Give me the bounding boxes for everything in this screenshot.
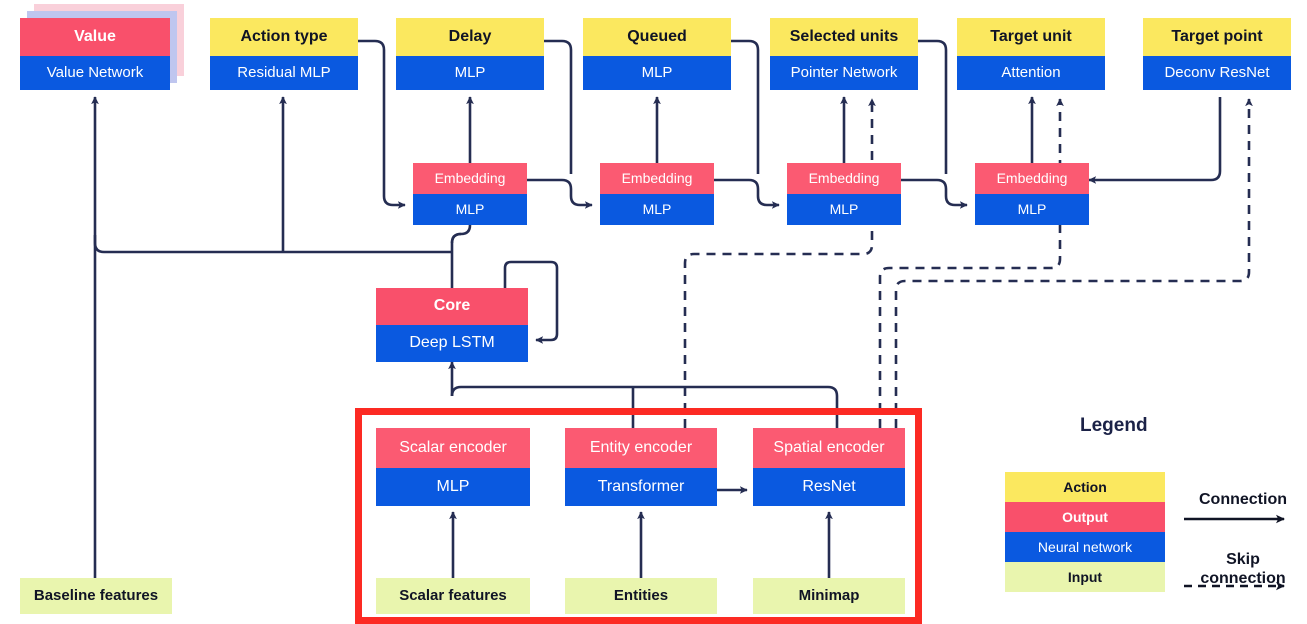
legend-swatch-output: Output <box>1005 502 1165 532</box>
embedding-target-unit-bottom-band: MLP <box>975 194 1089 225</box>
legend-swatch-input: Input <box>1005 562 1165 592</box>
legend-skip-connection-label-line2: connection <box>1200 570 1286 587</box>
legend-swatch-action: Action <box>1005 472 1165 502</box>
embedding-queued-top-band: Embedding <box>600 163 714 194</box>
core-bottom-band: Deep LSTM <box>376 325 528 362</box>
action-type-top-band: Action type <box>210 18 358 56</box>
legend-connection-label: Connection <box>1199 491 1287 508</box>
selected-units-top-band: Selected units <box>770 18 918 56</box>
core-top-band: Core <box>376 288 528 325</box>
legend-swatch-neural-network: Neural network <box>1005 532 1165 562</box>
target-unit-bottom-band: Attention <box>957 56 1105 90</box>
embedding-queued-bottom-band: MLP <box>600 194 714 225</box>
value-top-band: Value <box>20 18 170 56</box>
queued-top-band: Queued <box>583 18 731 56</box>
embedding-delay-top-band: Embedding <box>413 163 527 194</box>
entity-encoder-top-band: Entity encoder <box>565 428 717 468</box>
encoder-group-highlight <box>355 408 922 624</box>
target-point-top-band: Target point <box>1143 18 1291 56</box>
delay-top-band: Delay <box>396 18 544 56</box>
embedding-selected-units-top-band: Embedding <box>787 163 901 194</box>
scalar-encoder-top-band: Scalar encoder <box>376 428 530 468</box>
embedding-delay-bottom-band: MLP <box>413 194 527 225</box>
input-minimap: Minimap <box>753 578 905 614</box>
queued-bottom-band: MLP <box>583 56 731 90</box>
value-bottom-band: Value Network <box>20 56 170 90</box>
embedding-target-unit-top-band: Embedding <box>975 163 1089 194</box>
selected-units-bottom-band: Pointer Network <box>770 56 918 90</box>
spatial-encoder-top-band: Spatial encoder <box>753 428 905 468</box>
spatial-encoder-bottom-band: ResNet <box>753 468 905 506</box>
target-unit-top-band: Target unit <box>957 18 1105 56</box>
delay-bottom-band: MLP <box>396 56 544 90</box>
embedding-selected-units-bottom-band: MLP <box>787 194 901 225</box>
legend-arrows <box>1184 514 1285 591</box>
entity-encoder-bottom-band: Transformer <box>565 468 717 506</box>
target-point-bottom-band: Deconv ResNet <box>1143 56 1291 90</box>
scalar-encoder-bottom-band: MLP <box>376 468 530 506</box>
legend-title: Legend <box>1080 415 1148 436</box>
input-baseline-features: Baseline features <box>20 578 172 614</box>
input-entities: Entities <box>565 578 717 614</box>
input-scalar-features: Scalar features <box>376 578 530 614</box>
action-type-bottom-band: Residual MLP <box>210 56 358 90</box>
legend-skip-connection-label-line1: Skip <box>1226 551 1260 568</box>
